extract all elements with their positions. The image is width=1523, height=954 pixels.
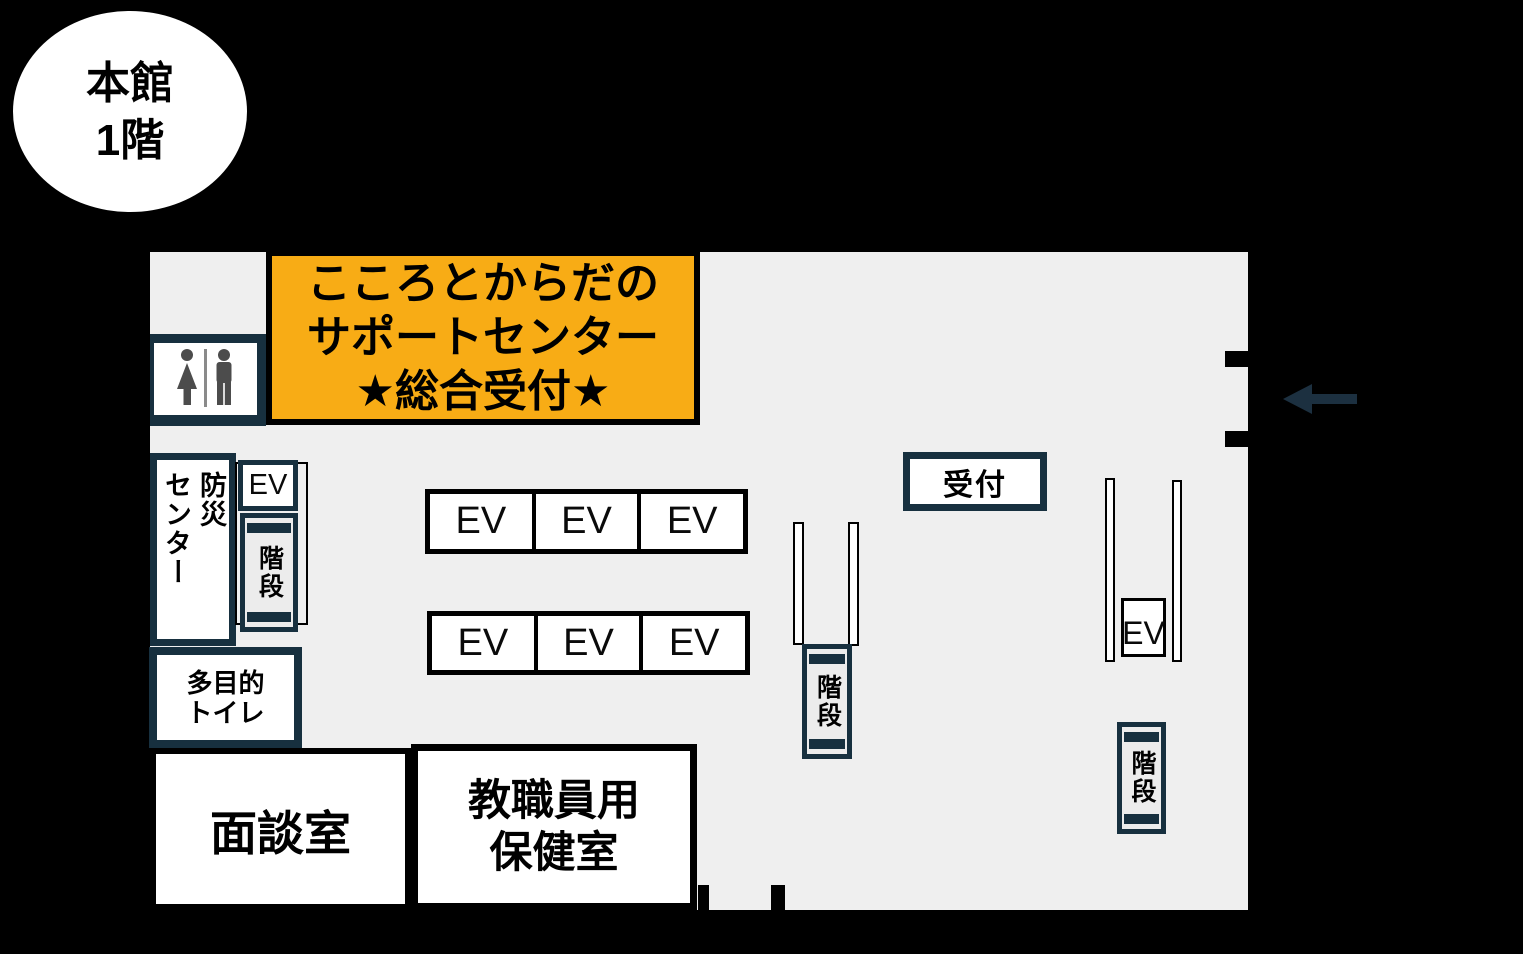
wing-wall-mid-right xyxy=(848,522,859,646)
stairs-left-box: 階段 xyxy=(240,513,298,632)
elevator-cell: EV xyxy=(537,616,640,670)
stairs-right-label: 階段 xyxy=(1128,750,1156,806)
elevator-cell: EV xyxy=(641,494,744,549)
elevator-left-box: EV xyxy=(238,460,298,511)
staff-health-room-line1: 教職員用 xyxy=(468,777,640,825)
entrance-arrow-icon xyxy=(1283,384,1357,414)
support-center-banner: こころとからだの サポートセンター ★総合受付★ xyxy=(266,250,700,425)
elevator-cell: EV xyxy=(430,494,532,549)
stairs-right-box: 階段 xyxy=(1117,722,1166,834)
elevator-right-box: EV xyxy=(1121,598,1166,657)
disaster-center-label: 防災 センター xyxy=(161,471,226,587)
multipurpose-toilet-room: 多目的 トイレ xyxy=(149,647,302,748)
multipurpose-toilet-line1: 多目的 xyxy=(186,667,265,698)
entrance-wall-stub-bottom xyxy=(1225,431,1249,447)
elevator-cell: EV xyxy=(643,616,746,670)
staff-health-room-line2: 保健室 xyxy=(489,829,619,877)
doorway-stub-right xyxy=(771,885,785,911)
wing-wall-mid-left xyxy=(793,522,804,645)
restroom-box xyxy=(150,334,266,426)
male-icon xyxy=(216,349,231,405)
floor-badge-building: 本館 xyxy=(86,58,174,108)
meeting-room-label: 面談室 xyxy=(210,806,351,860)
banner-line-3: ★総合受付★ xyxy=(355,366,611,416)
staff-health-room: 教職員用 保健室 xyxy=(411,744,697,910)
stairs-mid-box: 階段 xyxy=(802,644,852,759)
elevator-bank-2: EV EV EV xyxy=(427,611,750,675)
floor-badge: 本館 1階 xyxy=(13,11,247,212)
reception-box: 受付 xyxy=(903,452,1047,511)
banner-line-2: サポートセンター xyxy=(307,312,659,362)
multipurpose-toilet-line2: トイレ xyxy=(186,697,265,728)
female-icon xyxy=(176,349,197,405)
meeting-room: 面談室 xyxy=(150,748,411,910)
elevator-cell: EV xyxy=(432,616,534,670)
wing-wall-right-right xyxy=(1172,480,1182,662)
elevator-cell: EV xyxy=(535,494,638,549)
disaster-center-room: 防災 センター xyxy=(150,453,236,646)
banner-line-1: こころとからだの xyxy=(307,258,659,308)
stairs-left-label: 階段 xyxy=(255,544,284,601)
floor-badge-level: 1階 xyxy=(95,115,165,165)
reception-label: 受付 xyxy=(943,468,1007,502)
restroom-divider xyxy=(203,349,207,407)
elevator-bank-1: EV EV EV xyxy=(425,489,748,554)
wing-wall-right-left xyxy=(1105,478,1115,662)
stairs-mid-label: 階段 xyxy=(813,673,842,730)
entrance-wall-stub-top xyxy=(1225,351,1249,367)
restroom-icon xyxy=(176,349,231,407)
doorway-stub-left xyxy=(698,885,709,911)
